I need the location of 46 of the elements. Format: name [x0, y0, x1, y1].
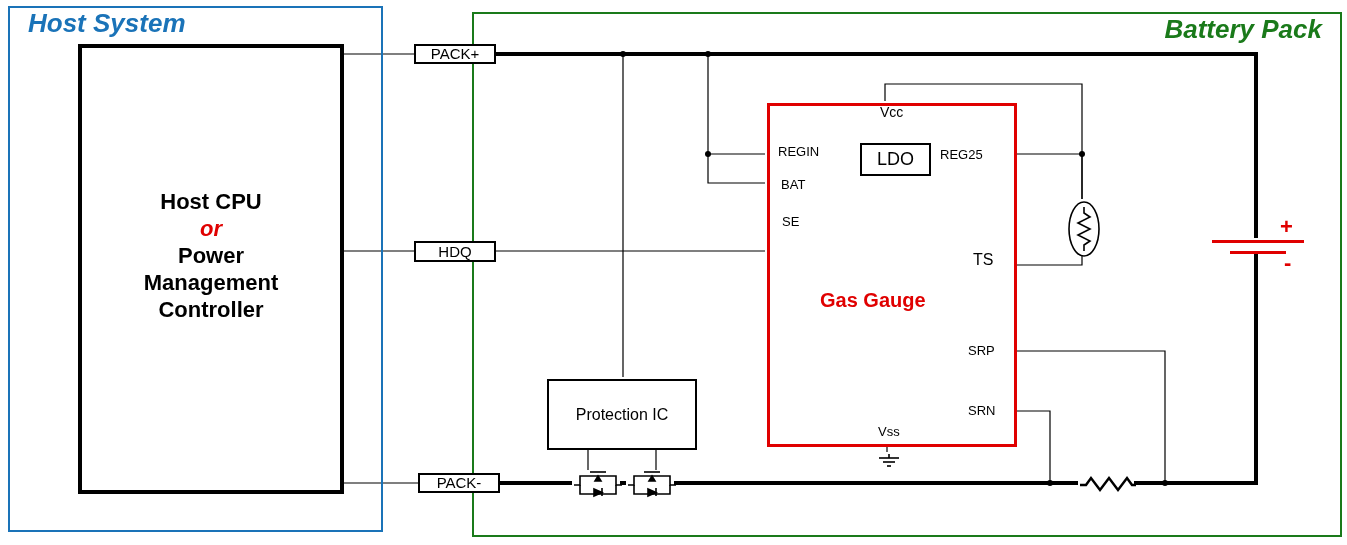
pin-label: REGIN — [778, 144, 820, 159]
wire — [1014, 153, 1083, 200]
pin-label: Vss — [878, 424, 900, 439]
wire — [341, 53, 415, 55]
block-label: Protection IC — [575, 405, 669, 424]
thermistor-symbol — [1068, 201, 1100, 257]
wire — [495, 250, 766, 252]
controller-label: Host CPU — [159, 188, 263, 215]
wire — [500, 481, 572, 485]
function-box — [547, 379, 697, 450]
wire — [341, 482, 419, 484]
pin-label: SRN — [968, 403, 996, 418]
polarity-sign: + — [1280, 214, 1293, 240]
terminal-label: HDQ — [414, 241, 496, 262]
wire — [1014, 410, 1079, 484]
controller-label: Power Management Controller — [142, 242, 280, 323]
connector-word: or — [199, 215, 224, 242]
wire — [1014, 254, 1083, 266]
ground-symbol — [878, 454, 900, 468]
wire — [886, 444, 888, 453]
group-frame — [8, 6, 383, 532]
wire — [496, 52, 1258, 238]
function-box — [860, 143, 931, 176]
controller-box — [78, 44, 344, 494]
block-label: LDO — [877, 149, 914, 170]
wire — [1134, 252, 1258, 485]
chip-title: Gas Gauge — [820, 289, 926, 312]
pin-label: TS — [973, 251, 994, 269]
battery-symbol — [1210, 240, 1306, 254]
group-title: Host System — [28, 8, 186, 39]
wire — [674, 481, 1078, 485]
terminal-label: PACK- — [418, 473, 500, 493]
wire — [341, 250, 415, 252]
ic-box — [767, 103, 1017, 447]
wire — [620, 481, 626, 485]
group-title: Battery Pack — [1164, 14, 1322, 45]
pin-label: SE — [782, 214, 800, 229]
pin-label: BAT — [781, 177, 806, 192]
pin-label: REG25 — [940, 147, 983, 162]
terminal-label: PACK+ — [414, 44, 496, 64]
transistor-symbol — [628, 472, 676, 496]
resistor-symbol — [1080, 476, 1136, 492]
pin-label: Vcc — [880, 104, 904, 120]
pin-label: SRP — [968, 343, 995, 358]
transistor-symbol — [574, 472, 622, 496]
polarity-sign: - — [1284, 250, 1292, 276]
